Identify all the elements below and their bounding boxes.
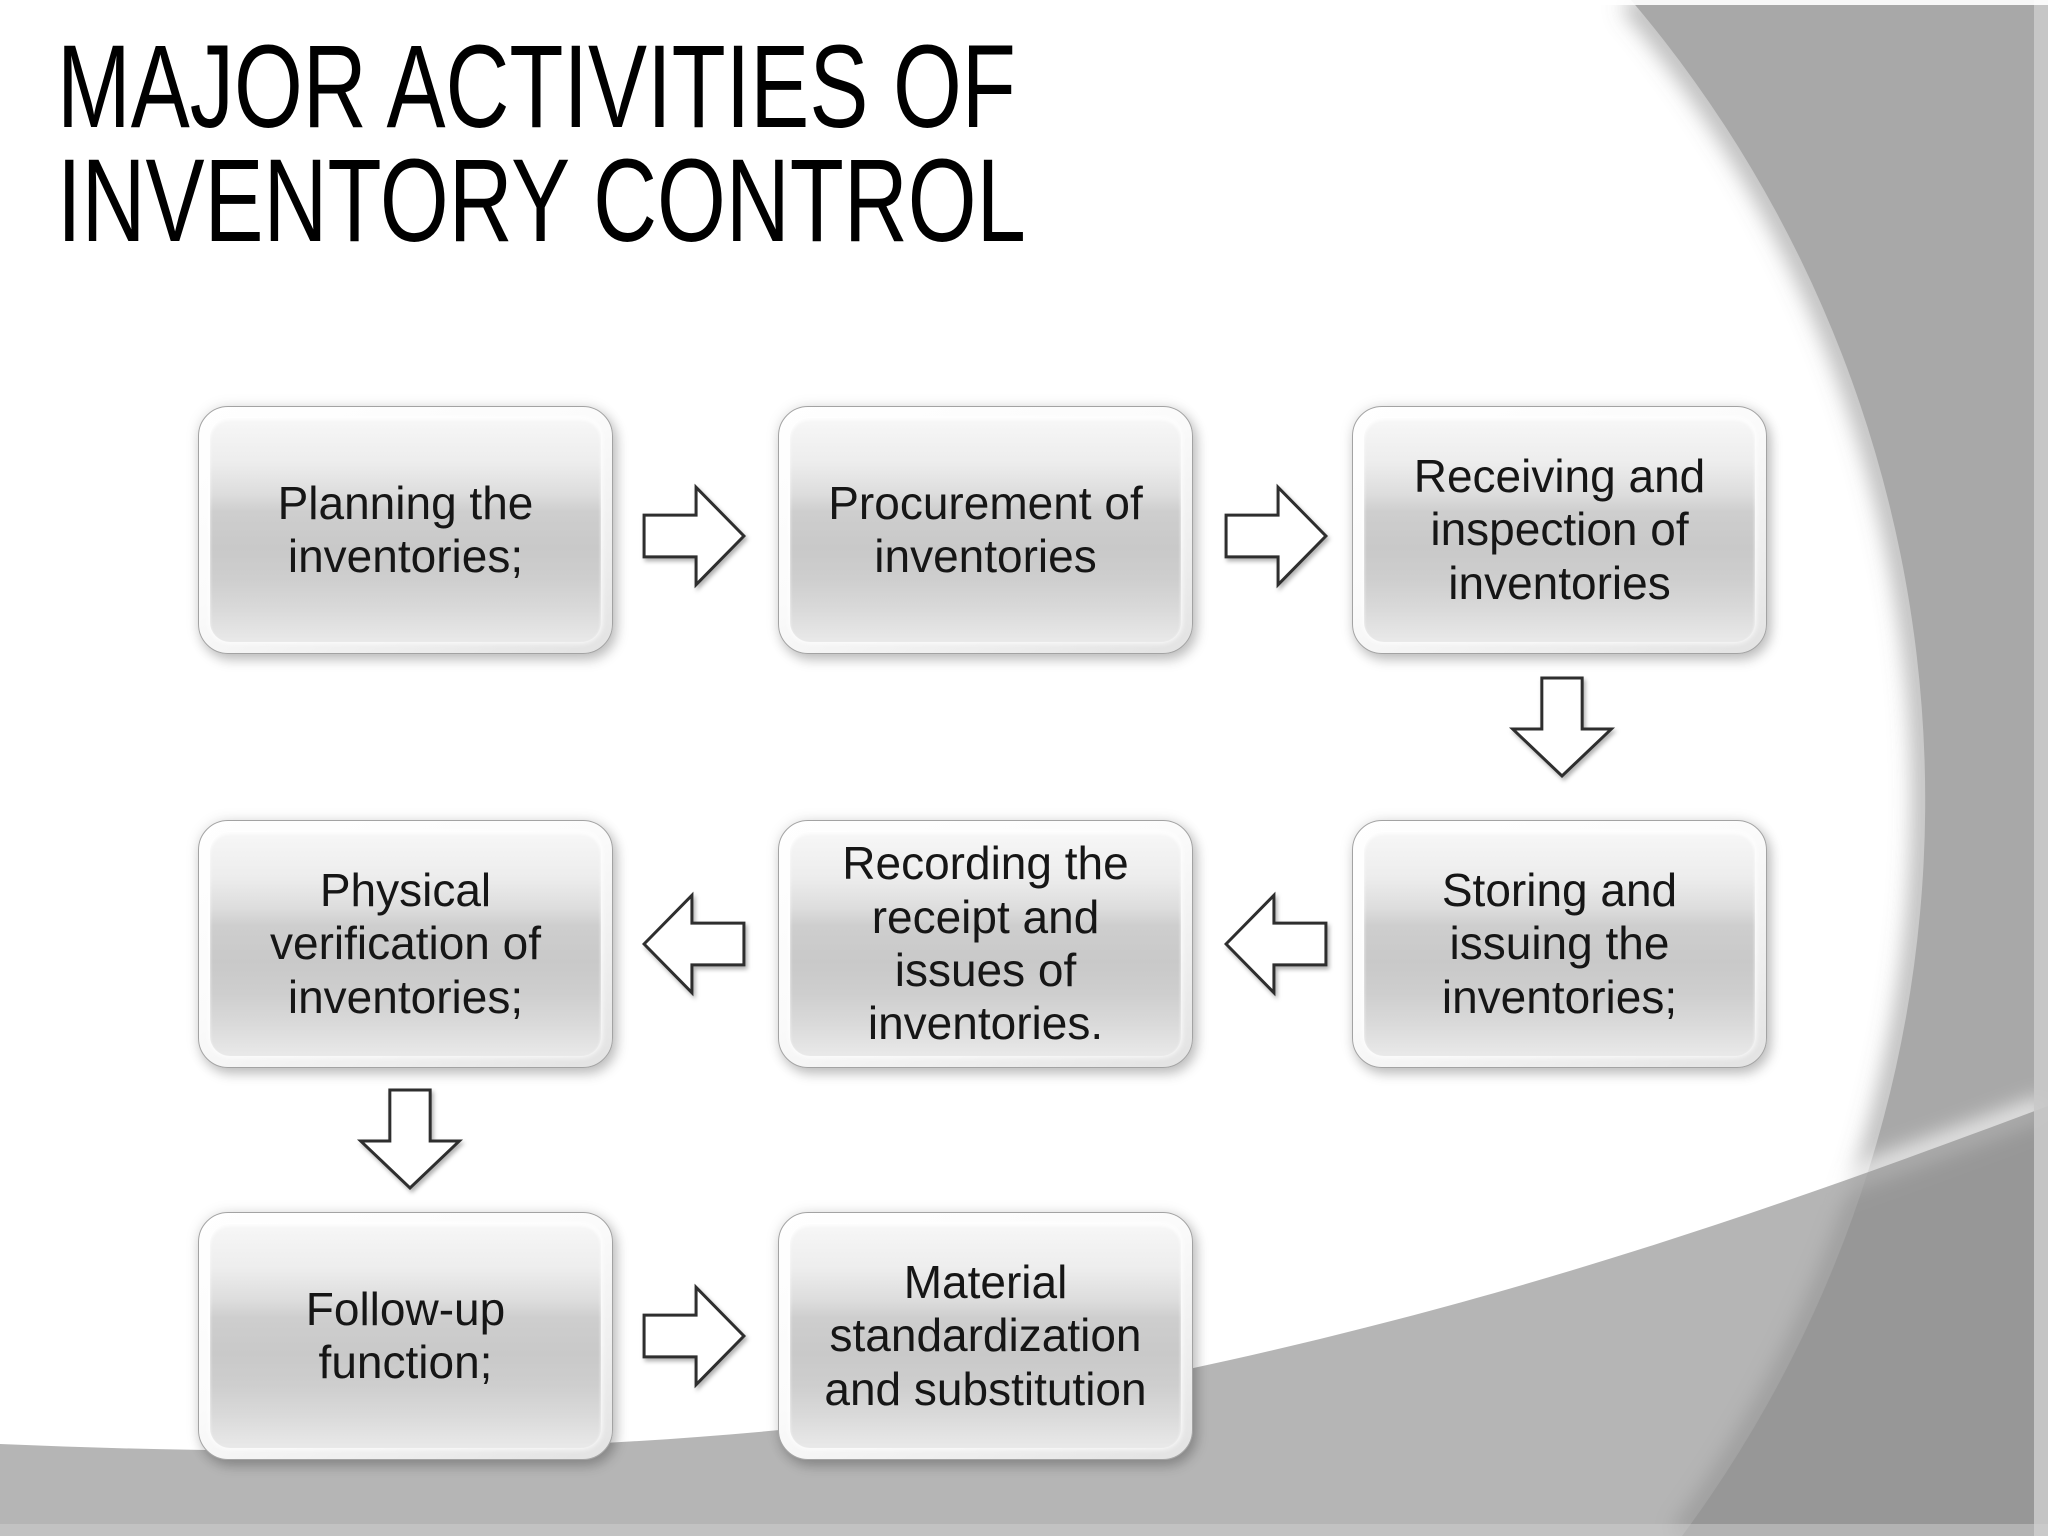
flow-box-label: Planning the inventories; bbox=[277, 476, 534, 582]
flow-box-surface: Procurement of inventories bbox=[790, 418, 1181, 642]
flow-box-label: Follow-up function; bbox=[305, 1282, 506, 1388]
flow-box-label: Recording the receipt and issues of inve… bbox=[842, 837, 1129, 1050]
block-arrow-down-icon bbox=[354, 1088, 466, 1190]
flow-box-storing-issuing: Storing and issuing the inventories; bbox=[1352, 820, 1767, 1068]
flow-box-surface: Planning the inventories; bbox=[210, 418, 601, 642]
flow-box-material-standardization: Material standardization and substitutio… bbox=[778, 1212, 1193, 1460]
right-edge-strip bbox=[2034, 0, 2048, 1536]
flow-box-procurement: Procurement of inventories bbox=[778, 406, 1193, 654]
flow-box-follow-up: Follow-up function; bbox=[198, 1212, 613, 1460]
block-arrow-right-icon bbox=[642, 1278, 746, 1394]
flow-box-surface: Follow-up function; bbox=[210, 1224, 601, 1448]
slide-title-line-1: MAJOR ACTIVITIES OF bbox=[57, 21, 1016, 153]
flow-box-surface: Material standardization and substitutio… bbox=[790, 1224, 1181, 1448]
flow-box-surface: Physical verification of inventories; bbox=[210, 832, 601, 1056]
slide-title: MAJOR ACTIVITIES OF INVENTORY CONTROL bbox=[57, 21, 1026, 268]
flow-box-recording: Recording the receipt and issues of inve… bbox=[778, 820, 1193, 1068]
flow-box-label: Material standardization and substitutio… bbox=[824, 1255, 1147, 1415]
flow-box-label: Procurement of inventories bbox=[828, 476, 1143, 582]
block-arrow-down-icon bbox=[1506, 676, 1618, 778]
block-arrow-left-icon bbox=[1224, 886, 1328, 1002]
flow-box-planning: Planning the inventories; bbox=[198, 406, 613, 654]
block-arrow-left-icon bbox=[642, 886, 746, 1002]
flow-box-label: Receiving and inspection of inventories bbox=[1413, 449, 1706, 609]
flow-box-surface: Receiving and inspection of inventories bbox=[1364, 418, 1755, 642]
flow-box-surface: Storing and issuing the inventories; bbox=[1364, 832, 1755, 1056]
flow-box-label: Physical verification of inventories; bbox=[269, 863, 541, 1023]
flow-box-physical-verification: Physical verification of inventories; bbox=[198, 820, 613, 1068]
flow-box-receiving-inspection: Receiving and inspection of inventories bbox=[1352, 406, 1767, 654]
top-edge-strip bbox=[0, 0, 2048, 5]
block-arrow-right-icon bbox=[1224, 478, 1328, 594]
block-arrow-right-icon bbox=[642, 478, 746, 594]
flow-box-surface: Recording the receipt and issues of inve… bbox=[790, 832, 1181, 1056]
slide-title-line-2: INVENTORY CONTROL bbox=[57, 135, 1026, 268]
bottom-edge-strip bbox=[0, 1524, 2048, 1536]
flow-box-label: Storing and issuing the inventories; bbox=[1441, 863, 1678, 1023]
bottom-band-shape bbox=[0, 1106, 2048, 1536]
